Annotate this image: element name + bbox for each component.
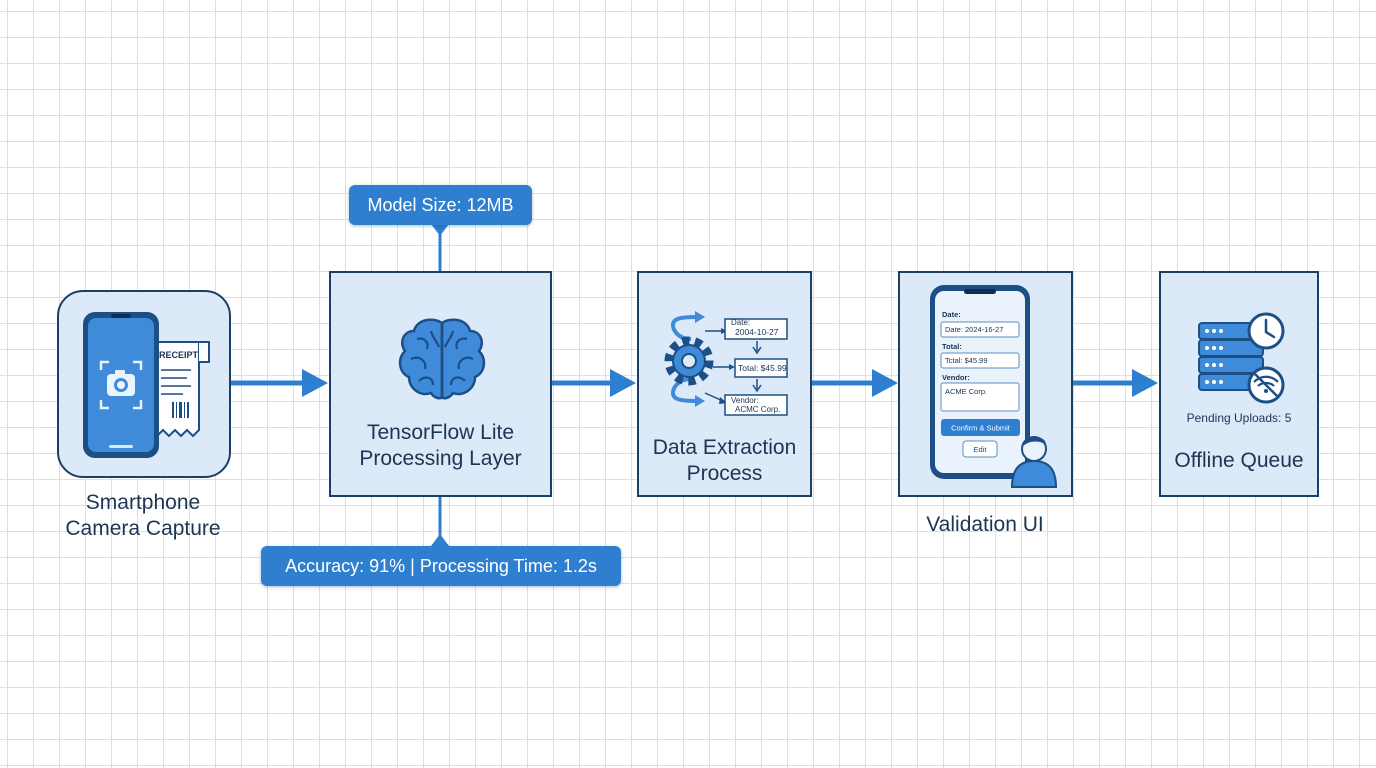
smartphone-camera-icon: RECEIPT xyxy=(83,312,210,458)
gear-icon xyxy=(664,336,714,386)
tflite-node xyxy=(329,271,552,497)
extraction-node: Date: 2004-10-27 Total: $45.99 Vendor: A… xyxy=(637,271,812,497)
wifi-off-icon xyxy=(1247,366,1285,404)
receipt-title: RECEIPT xyxy=(159,350,199,360)
field-date-key: Date: xyxy=(731,318,750,327)
extracted-field-vendor: Vendor: ACMC Corp. xyxy=(724,394,788,416)
user-icon xyxy=(1010,436,1058,488)
pending-uploads-text: Pending Uploads: 5 xyxy=(1186,411,1292,425)
field-vendor-value: ACMC Corp. xyxy=(735,405,780,414)
form-date-label: Date: xyxy=(942,310,961,319)
offline-illustration xyxy=(1198,312,1285,404)
capture-node: RECEIPT xyxy=(57,290,231,478)
extraction-illustration: Date: 2004-10-27 Total: $45.99 Vendor: A… xyxy=(664,311,788,416)
extracted-field-date: Date: 2004-10-27 xyxy=(724,318,788,340)
form-vendor-value[interactable]: ACME Corp. xyxy=(945,387,987,396)
confirm-submit-label: Confirm & Submit xyxy=(951,424,1011,433)
offline-label: Offline Queue xyxy=(1174,449,1304,472)
field-date-value: 2004-10-27 xyxy=(735,327,779,337)
form-total-label: Total: xyxy=(942,342,962,351)
form-date-value[interactable]: Date: 2024-16-27 xyxy=(945,325,1003,334)
arrow-capture-to-tflite xyxy=(231,369,328,397)
arrow-validation-to-offline xyxy=(1073,369,1158,397)
clock-icon xyxy=(1247,312,1285,350)
accuracy-stem xyxy=(431,496,449,546)
extraction-label: Data Extraction Process xyxy=(652,436,797,485)
extracted-field-total: Total: $45.99 xyxy=(734,358,788,378)
server-stack-icon xyxy=(1198,322,1264,391)
arrow-tflite-to-extraction xyxy=(552,369,636,397)
confirm-submit-button[interactable] xyxy=(941,419,1020,436)
model-size-badge: Model Size: 12MB xyxy=(349,185,532,225)
field-total-value: Total: $45.99 xyxy=(738,363,787,373)
edit-button[interactable] xyxy=(962,440,998,458)
form-total-value[interactable]: Tctal: $45.99 xyxy=(945,356,988,365)
accuracy-badge: Accuracy: 91% | Processing Time: 1.2s xyxy=(261,546,621,586)
edit-label: Edit xyxy=(974,445,988,454)
field-vendor-key: Vendor: xyxy=(731,396,759,405)
validation-label: Validation UI xyxy=(926,513,1044,536)
brain-icon xyxy=(398,318,486,400)
offline-node: Pending Uploads: 5 Offline Queue xyxy=(1159,271,1319,497)
receipt-icon: RECEIPT xyxy=(153,341,210,438)
arrow-extraction-to-validation xyxy=(812,369,898,397)
form-vendor-label: Vendor: xyxy=(942,373,970,382)
capture-label: Smartphone Camera Capture xyxy=(65,491,221,540)
validation-node: Date: Date: 2024-16-27 Total: Tctal: $45… xyxy=(898,271,1073,497)
model-size-stem xyxy=(431,224,449,271)
validation-illustration: Date: Date: 2024-16-27 Total: Tctal: $45… xyxy=(930,285,1058,488)
tflite-label: TensorFlow Lite Processing Layer xyxy=(359,421,522,470)
